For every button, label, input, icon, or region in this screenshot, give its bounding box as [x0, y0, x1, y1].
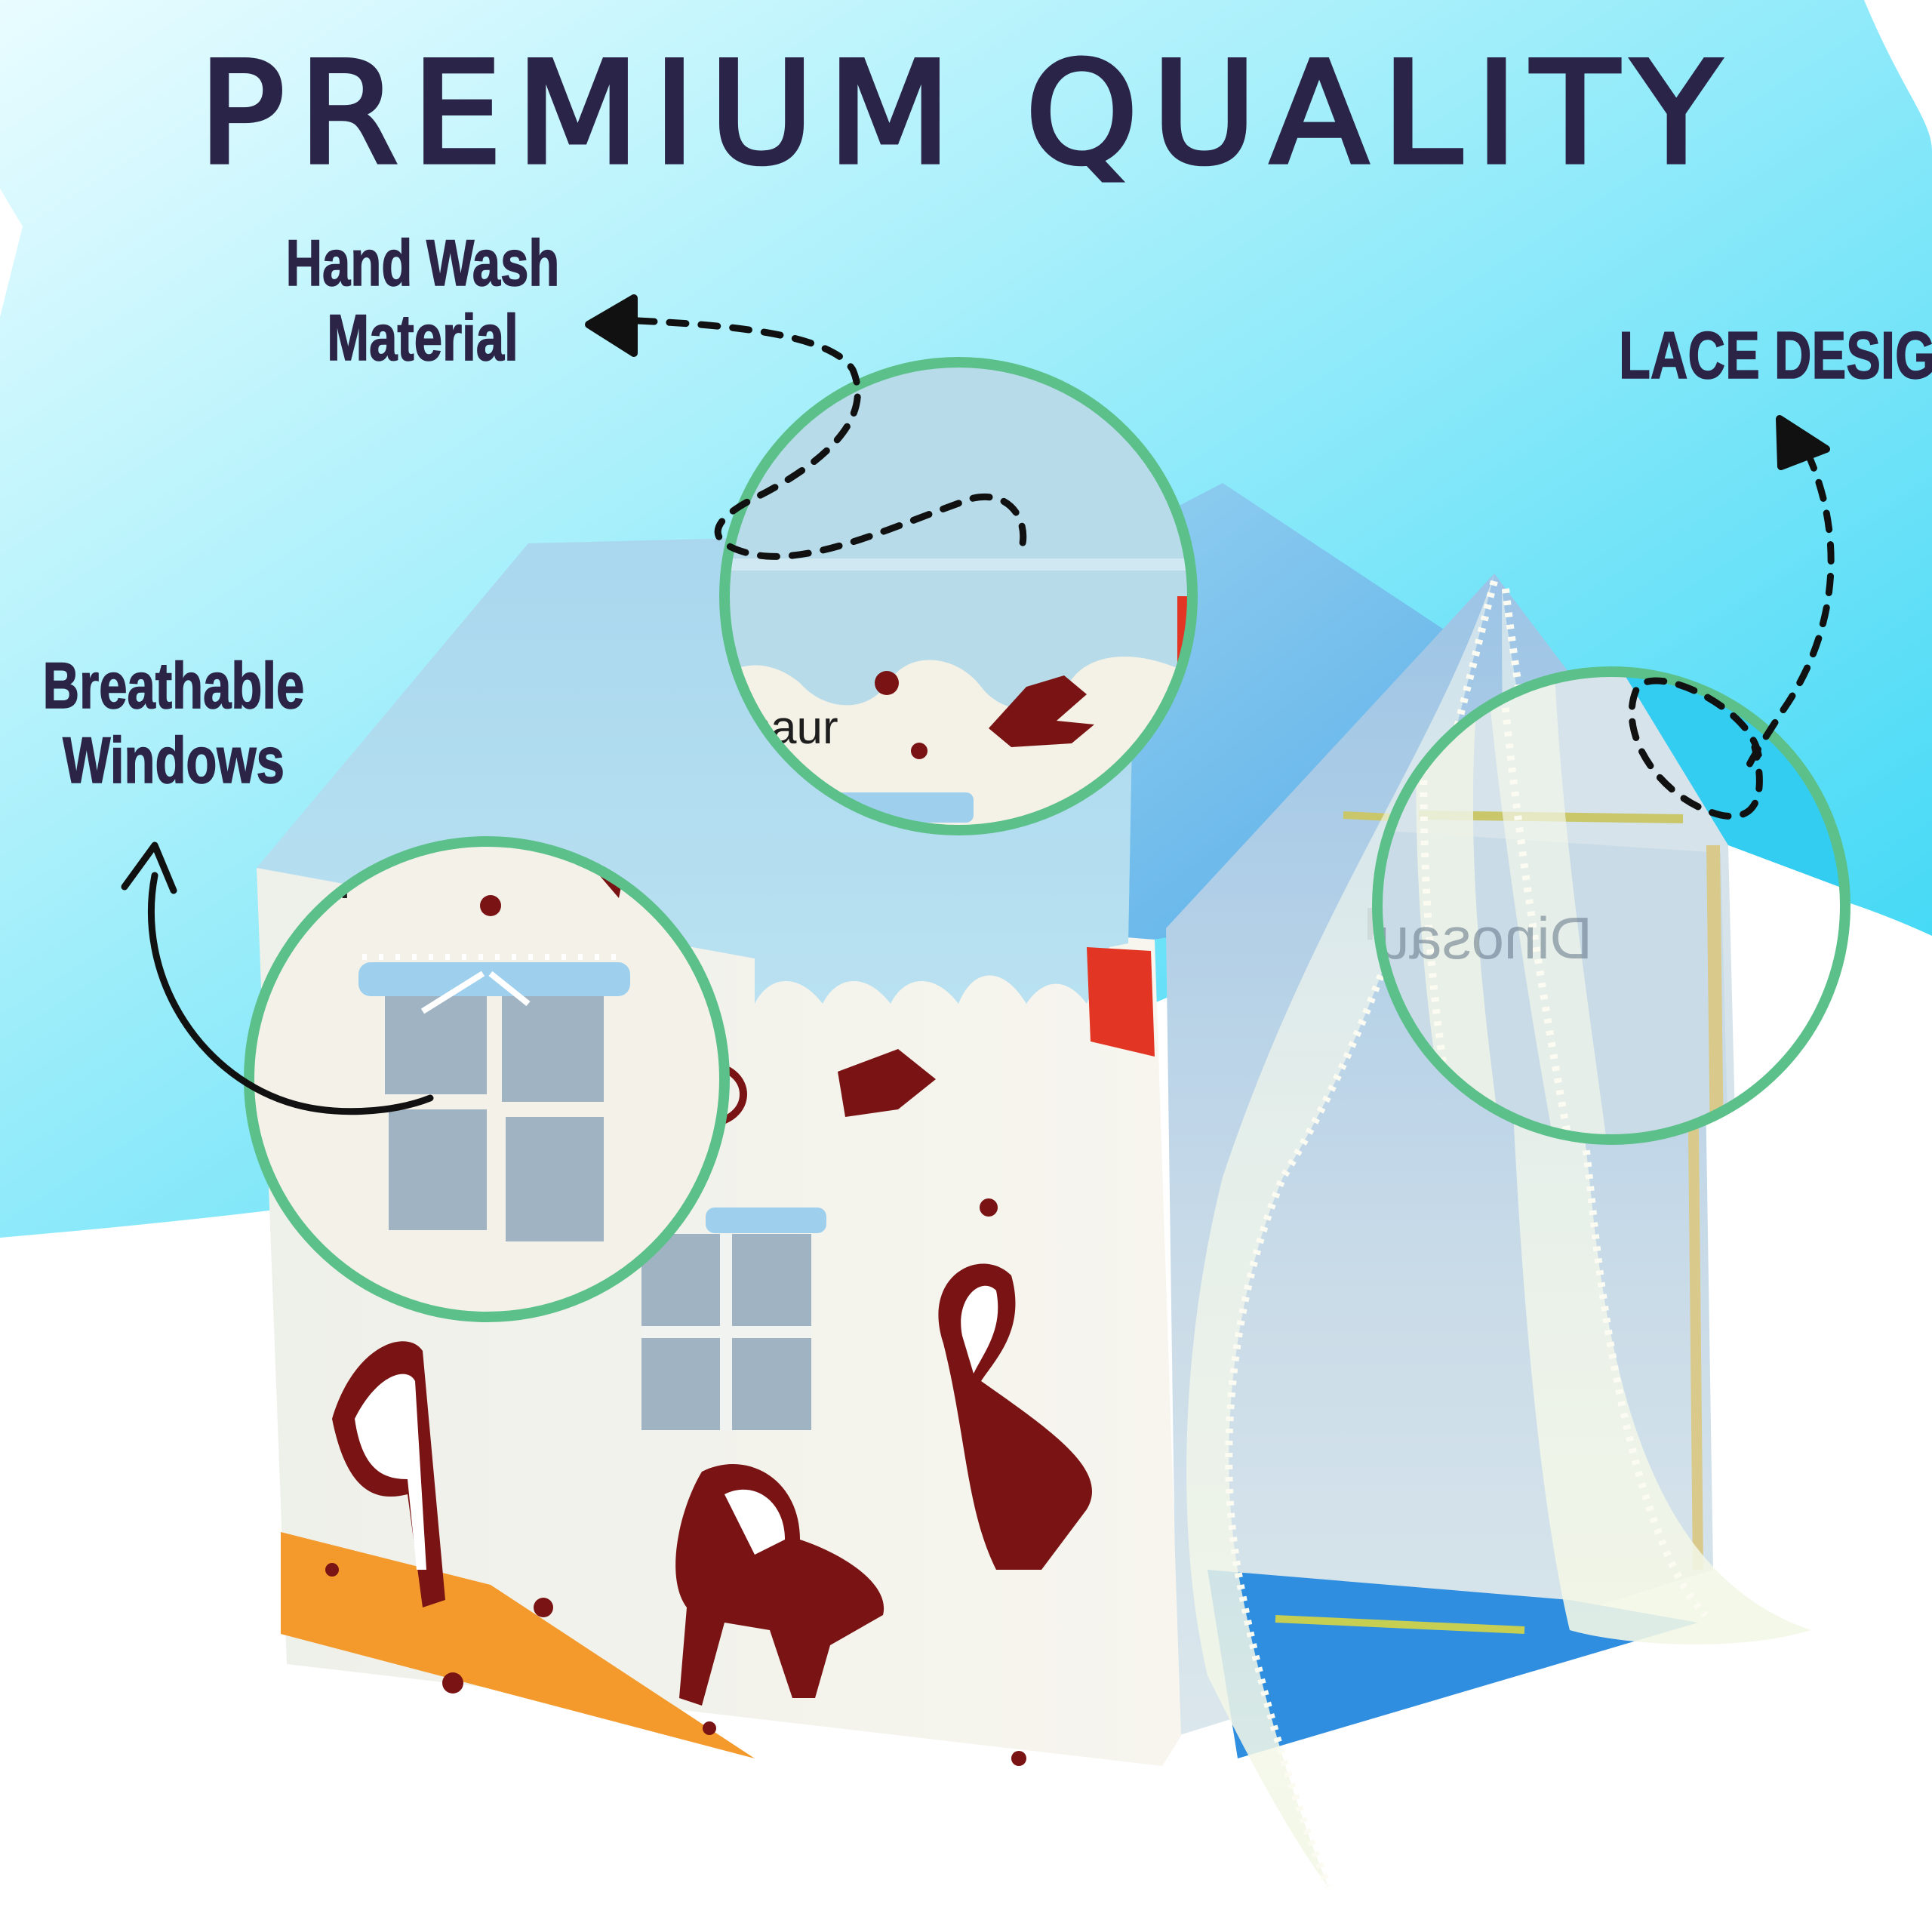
background-notch	[0, 189, 23, 317]
callout-line: LACE DESIGN	[1618, 317, 1932, 393]
callout-hand-wash: Hand Wash Material	[269, 226, 576, 376]
net-curtain	[1186, 574, 1494, 1887]
page-title: PREMIUM QUALITY	[0, 29, 1932, 197]
callout-breathable-windows: Breathable Windows	[26, 649, 321, 798]
floor-pole	[1275, 1615, 1525, 1634]
wall-orange-band	[281, 1532, 755, 1758]
lace-trim-left	[1225, 580, 1498, 1888]
callout-line: Material	[327, 301, 519, 374]
headline-word-2: QUALITY	[1023, 29, 1734, 197]
dino-bones	[355, 1285, 998, 1570]
callout-line: Breathable	[42, 649, 305, 722]
callout-line: Hand Wash	[285, 226, 560, 300]
headline-word-1: PREMIUM	[196, 29, 965, 197]
zoom-circle-window: ar	[244, 836, 730, 1322]
arrow-up-dashed-icon	[1628, 415, 1835, 820]
zoom-ring	[244, 836, 730, 1322]
callout-lace-design: LACE DESIGN	[1618, 317, 1932, 393]
zoom-ring	[719, 357, 1198, 835]
roof-red-strip	[1087, 947, 1155, 1057]
zoom-circle-lace: Dinosau	[1372, 666, 1850, 1145]
arrow-left-dashed-icon	[585, 294, 1027, 560]
print-text-mirrored: Dinosau	[1377, 905, 1592, 971]
zoom-ring	[1372, 666, 1850, 1145]
callout-line: Windows	[63, 724, 285, 797]
arrow-up-curved-icon	[121, 841, 434, 1115]
zoom-circle-roof: saur	[719, 357, 1198, 835]
front-window	[641, 1208, 826, 1430]
net-curtain-right	[1502, 589, 1811, 1644]
